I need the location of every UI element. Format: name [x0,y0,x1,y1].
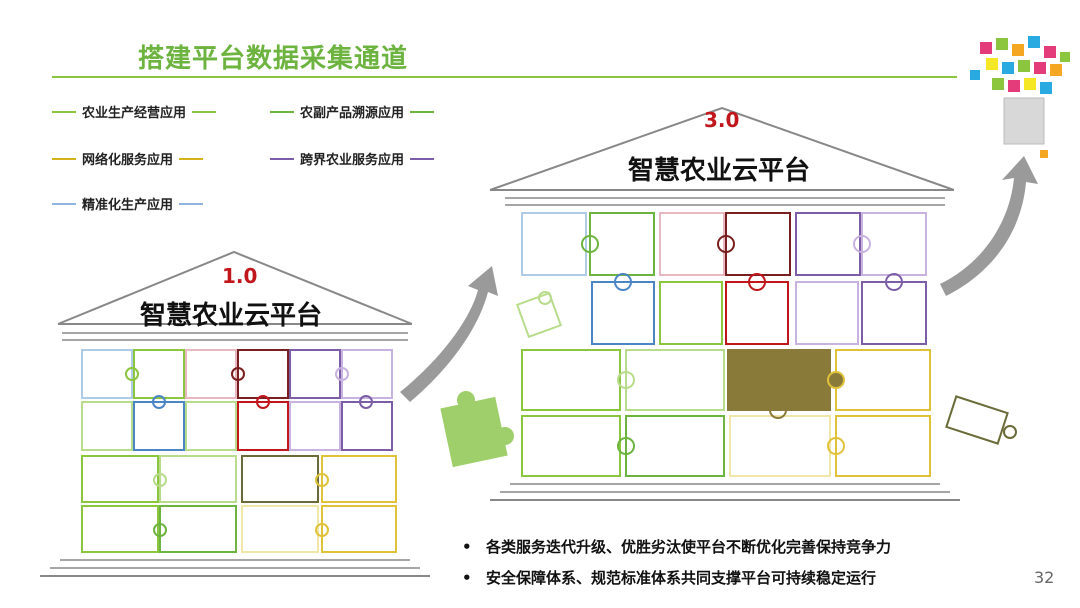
legend-item-production: 农业生产经营应用 [52,102,217,121]
growth-arrow-left [400,266,498,402]
legend-item-traceability: 农副产品溯源应用 [270,102,435,121]
bullet-text: 安全保障体系、规范标准体系共同支撑平台可持续稳定运行 [486,569,877,587]
small-building-roof [57,250,413,341]
legend-label: 跨界农业服务应用 [300,153,405,168]
small-platform-version: 1.0 [222,264,258,288]
growth-arrow-right [940,156,1038,296]
legend-item-network-service: 网络化服务应用 [52,149,204,168]
bullet-item: •各类服务迭代升级、优胜劣汰使平台不断优化完善保持竞争力 [462,538,892,556]
small-platform-label: 智慧农业云平台 [140,301,323,331]
bullet-item: •安全保障体系、规范标准体系共同支撑平台可持续稳定运行 [462,569,877,587]
colorful-puzzle-cluster-icon [970,36,1070,158]
floating-puzzle-piece-outline-left [515,291,563,339]
large-platform-version: 3.0 [704,108,740,132]
large-platform-label: 智慧农业云平台 [628,156,811,186]
floating-puzzle-piece-outline-right [945,395,1017,445]
floating-puzzle-piece-solid [440,391,514,468]
large-building-puzzle-grid [521,212,931,477]
legend-item-precision-production: 精准化生产应用 [52,194,204,213]
large-building-roof [489,106,955,206]
large-building-base [490,483,960,501]
bullet-text: 各类服务迭代升级、优胜劣汰使平台不断优化完善保持竞争力 [486,538,892,556]
title-underline [52,76,957,78]
legend-label: 农副产品溯源应用 [300,106,405,121]
legend-item-crossover-service: 跨界农业服务应用 [270,149,435,168]
legend-label: 网络化服务应用 [82,153,174,168]
small-building-puzzle-grid [81,349,397,553]
legend-label: 农业生产经营应用 [82,106,187,121]
page-number: 32 [1034,568,1055,587]
small-building-base [40,559,430,577]
slide-title: 搭建平台数据采集通道 [138,44,409,74]
legend-label: 精准化生产应用 [82,198,174,213]
